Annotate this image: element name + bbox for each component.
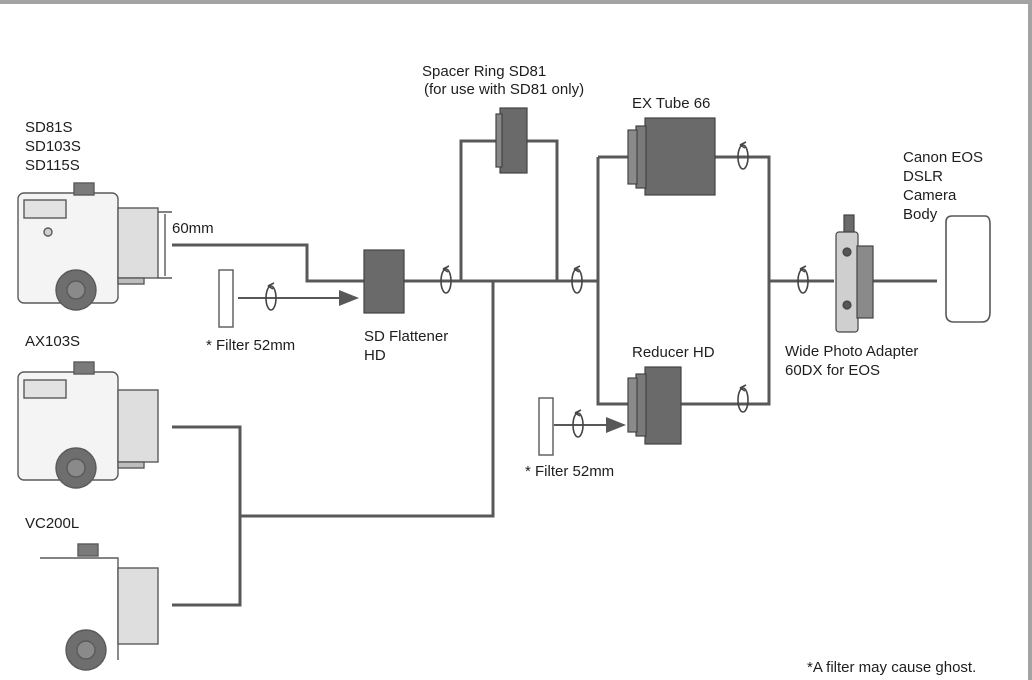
line-ax-vc-branch	[172, 425, 242, 607]
scope-label-ax103s: AX103S	[25, 333, 81, 350]
spacer-ring-label-line2: (for use with SD81 only)	[424, 81, 585, 98]
rotate-icon	[737, 384, 749, 413]
rotate-icon	[265, 282, 277, 311]
telescope-ax-icon	[17, 361, 159, 489]
rotate-icon	[440, 265, 452, 294]
spacer-ring-label-line1: Spacer Ring SD81	[422, 63, 547, 80]
line-spacer-left	[459, 139, 500, 281]
line-branch-vertical	[596, 157, 630, 406]
camera-label-line4: Body	[903, 206, 938, 223]
filter-left-label: * Filter 52mm	[206, 337, 296, 354]
spacer-ring-icon	[495, 107, 528, 174]
line-spacer-right	[527, 139, 559, 281]
dimension-marker	[158, 211, 172, 279]
ex-tube-label: EX Tube 66	[632, 95, 711, 112]
rotate-icon	[572, 409, 584, 438]
flattener-label-line2: HD	[364, 347, 386, 364]
footnote: *A filter may cause ghost.	[807, 659, 977, 676]
camera-label-line3: Camera	[903, 187, 957, 204]
reducer-label: Reducer HD	[632, 344, 715, 361]
flattener-label-line1: SD Flattener	[364, 328, 449, 345]
camera-label-line1: Canon EOS	[903, 149, 984, 166]
scope-label-vc200l: VC200L	[25, 515, 80, 532]
camera-label-line2: DSLR	[903, 168, 944, 185]
filter-lower-icon	[538, 397, 554, 456]
connection-lines	[172, 139, 937, 607]
telescope-vc-icon	[40, 543, 159, 671]
scope-label-sd115s: SD115S	[25, 157, 80, 174]
rotate-icon	[737, 141, 749, 170]
telescope-sd-icon	[17, 182, 159, 311]
adapter-label-line2: 60DX for EOS	[785, 362, 881, 379]
filter-lower-label: * Filter 52mm	[525, 463, 615, 480]
flattener-icon	[363, 249, 405, 314]
dimension-label: 60mm	[172, 220, 214, 237]
line-lower-join	[240, 281, 495, 518]
photo-adapter-icon	[835, 214, 874, 333]
scope-label-sd103s: SD103S	[25, 138, 81, 155]
camera-body-icon	[945, 215, 991, 323]
adapter-label-line1: Wide Photo Adapter	[785, 343, 919, 360]
rotate-icon	[571, 265, 583, 294]
rotate-icon	[797, 265, 809, 294]
filter-left-icon	[218, 269, 234, 328]
ex-tube-icon	[627, 117, 716, 196]
reducer-icon	[627, 366, 682, 445]
scope-label-sd81s: SD81S	[25, 119, 73, 136]
line-upper-scope	[172, 243, 364, 283]
